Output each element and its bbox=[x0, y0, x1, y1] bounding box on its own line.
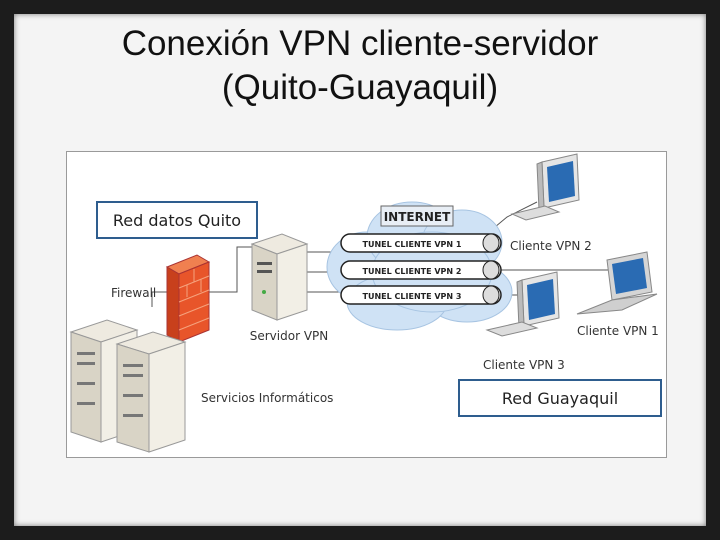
tunnel-2-label: TUNEL CLIENTE VPN 2 bbox=[363, 267, 462, 276]
vpn-server-icon bbox=[250, 233, 309, 321]
tunnel-3: TUNEL CLIENTE VPN 3 bbox=[340, 285, 502, 305]
internet-label: INTERNET bbox=[384, 210, 451, 224]
guayaquil-box-label: Red Guayaquil bbox=[502, 389, 618, 408]
tunnel-2: TUNEL CLIENTE VPN 2 bbox=[340, 260, 502, 280]
quito-box bbox=[96, 201, 258, 239]
tunnel-1: TUNEL CLIENTE VPN 1 bbox=[340, 233, 502, 253]
services-servers-icon bbox=[69, 319, 187, 453]
slide-title: Conexión VPN cliente-servidor (Quito-Gua… bbox=[0, 22, 720, 110]
client-2-desktop-icon bbox=[510, 153, 580, 221]
quito-box-label: Red datos Quito bbox=[113, 211, 241, 230]
title-line-1: Conexión VPN cliente-servidor bbox=[121, 24, 599, 63]
client-1-laptop-icon bbox=[576, 251, 658, 315]
tunnel-3-label: TUNEL CLIENTE VPN 3 bbox=[363, 292, 462, 301]
client-2-label: Cliente VPN 2 bbox=[510, 239, 592, 253]
tunnel-1-label: TUNEL CLIENTE VPN 1 bbox=[363, 240, 462, 249]
client-3-label: Cliente VPN 3 bbox=[483, 358, 565, 372]
firewall-icon bbox=[165, 254, 211, 343]
services-label: Servicios Informáticos bbox=[201, 391, 333, 405]
title-line-2: (Quito-Guayaquil) bbox=[221, 68, 499, 107]
guayaquil-box bbox=[458, 379, 662, 417]
firewall-label: Firewall bbox=[111, 286, 156, 300]
internet-label-box bbox=[380, 205, 454, 227]
vpn-diagram: Red datos Quito INTERNET TUNEL CLIENTE V… bbox=[66, 151, 667, 458]
client-3-desktop-icon bbox=[485, 271, 560, 337]
server-label: Servidor VPN bbox=[250, 329, 329, 343]
client-1-label: Cliente VPN 1 bbox=[577, 324, 659, 338]
